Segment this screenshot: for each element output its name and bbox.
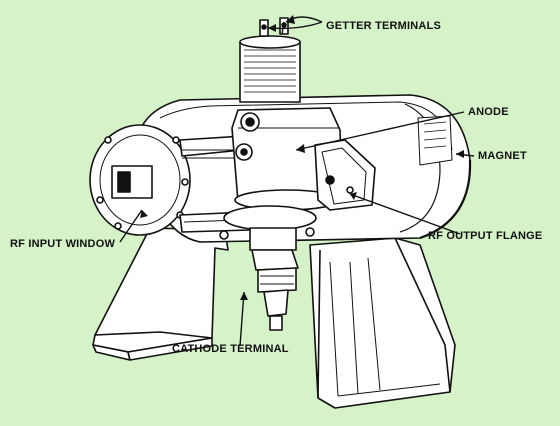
rf-output-flange [314,139,376,211]
anode-label: ANODE [468,106,509,118]
rf-input-flange [89,124,191,236]
getter-coil [239,17,301,103]
cathode-leader [239,291,245,347]
rf-input-leader [119,209,143,243]
magnet-label: MAGNET [478,150,527,162]
getter-terminals-label: GETTER TERMINALS [326,20,442,32]
leader-arrowheads [140,15,464,300]
rf-input-window-label: RF INPUT WINDOW [10,238,116,250]
cathode-terminal-label: CATHODE TERMINAL [172,343,289,355]
anode-leader [295,111,465,151]
left-support-leg [92,227,229,361]
rf-output-leader [349,193,461,235]
rf-output-flange-label: RF OUTPUT FLANGE [428,230,543,242]
cathode-assembly [219,205,317,331]
right-support-leg [309,237,456,409]
leader-lines [119,16,475,347]
